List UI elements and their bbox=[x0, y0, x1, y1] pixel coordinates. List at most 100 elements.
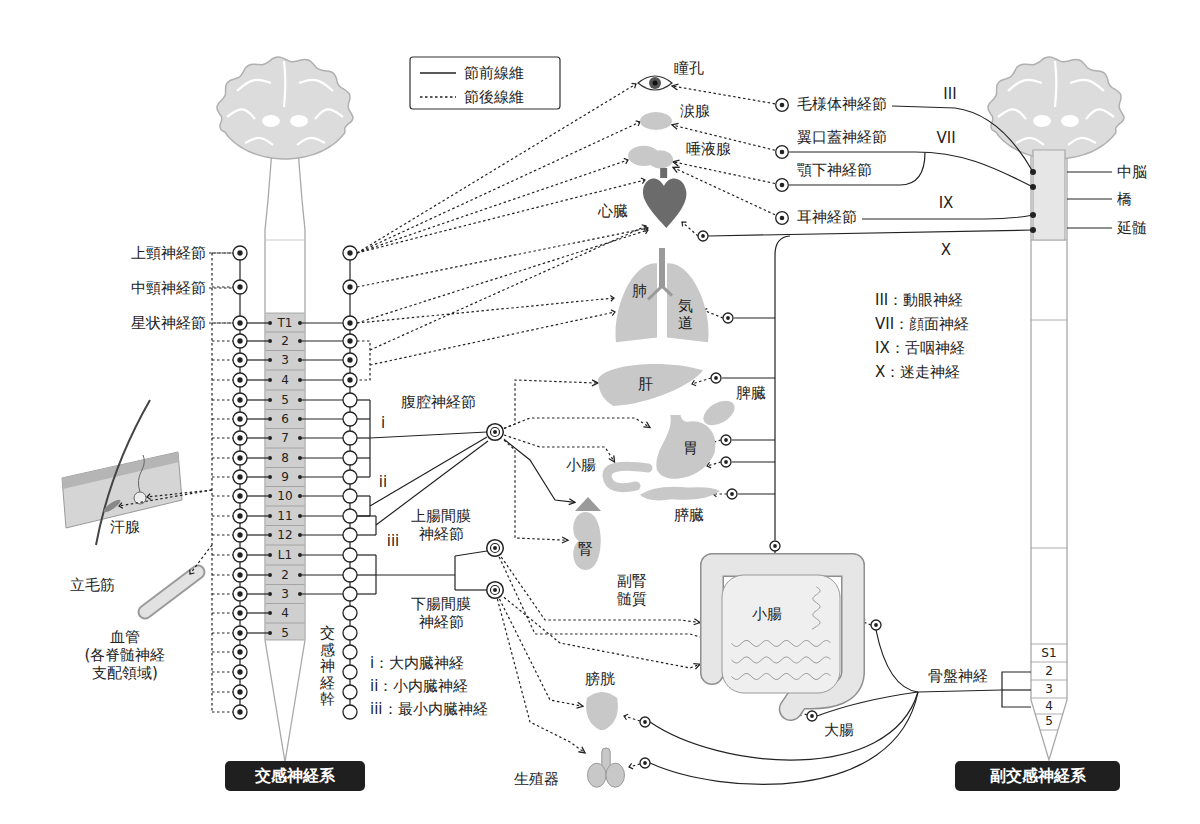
ganglion-circle bbox=[343, 665, 357, 679]
splanchnic-nerve bbox=[370, 432, 487, 438]
preganglionic-fiber bbox=[302, 418, 343, 419]
shape bbox=[486, 581, 504, 599]
postganglionic-fiber bbox=[212, 711, 233, 712]
system-title-text: 副交感神経系 bbox=[990, 766, 1086, 785]
segment-divider bbox=[1031, 548, 1067, 549]
segment-number: 5 bbox=[1045, 715, 1053, 727]
label: 橋 bbox=[1117, 190, 1132, 208]
root-dot bbox=[298, 339, 302, 343]
shape bbox=[612, 252, 712, 347]
nerve-ending bbox=[692, 380, 696, 386]
organ: 小腸 bbox=[722, 575, 840, 693]
stomach bbox=[656, 415, 715, 479]
brain-gyrus bbox=[1070, 80, 1104, 91]
postganglionic-fiber bbox=[504, 440, 568, 540]
postganglionic-fiber bbox=[673, 167, 775, 214]
preganglionic-fiber bbox=[357, 515, 376, 516]
shape bbox=[640, 172, 688, 228]
preganglionic-fiber bbox=[302, 399, 343, 400]
ganglion-circle bbox=[343, 470, 357, 484]
heart bbox=[643, 178, 686, 228]
ganglion-circle bbox=[770, 541, 780, 551]
ganglion-circle bbox=[721, 435, 731, 445]
root-dot bbox=[298, 592, 302, 596]
ganglion-circle bbox=[233, 568, 247, 582]
ganglion-dot bbox=[773, 544, 777, 548]
nerve-ending bbox=[641, 178, 645, 184]
ganglion-circle bbox=[343, 645, 357, 659]
shape bbox=[583, 690, 621, 730]
hair bbox=[96, 400, 150, 545]
ganglion: 腹腔神経節 bbox=[486, 423, 504, 441]
ganglion-circle bbox=[233, 645, 247, 659]
root-dot bbox=[268, 573, 272, 577]
shape bbox=[702, 400, 736, 426]
segment-number: 4 bbox=[281, 607, 289, 619]
root-dot bbox=[268, 475, 272, 479]
ganglion-label: 腹腔神経節 bbox=[401, 393, 476, 411]
trachea bbox=[659, 248, 665, 288]
skin bbox=[62, 452, 182, 528]
root-dot bbox=[268, 553, 272, 557]
segment-divider bbox=[266, 584, 305, 585]
shape bbox=[585, 748, 627, 788]
root-dot bbox=[298, 494, 302, 498]
ganglion-dot bbox=[237, 338, 242, 343]
ganglion-circle bbox=[343, 431, 357, 445]
organ: 涙腺 bbox=[640, 112, 672, 130]
blood-vessel bbox=[145, 572, 198, 612]
pelvic-nerve bbox=[918, 690, 1002, 692]
label: 骨盤神経 bbox=[928, 667, 988, 685]
ganglion-circle bbox=[233, 626, 247, 640]
postganglionic-fiber bbox=[212, 495, 233, 496]
preganglionic-fiber bbox=[302, 554, 343, 555]
postganglionic-fiber bbox=[357, 230, 648, 323]
postganglionic-fiber bbox=[212, 691, 233, 692]
label: iii：最小内臓神経 bbox=[370, 700, 488, 718]
shape bbox=[486, 423, 504, 441]
ganglion-dot bbox=[237, 416, 242, 421]
vagus-branch bbox=[734, 317, 775, 318]
brain-gyrus bbox=[315, 109, 343, 119]
brain-gyrus bbox=[1068, 138, 1096, 145]
thoracolumbar-segment bbox=[266, 313, 305, 640]
liver bbox=[598, 364, 703, 406]
ganglion-circle bbox=[233, 373, 247, 387]
ganglion-circle bbox=[776, 179, 789, 192]
ganglion-circle bbox=[343, 509, 357, 523]
ganglion-dot bbox=[237, 532, 242, 537]
segment-divider bbox=[266, 545, 305, 546]
nerve-ending bbox=[624, 714, 628, 720]
preganglionic-fiber bbox=[302, 457, 343, 458]
ganglion: 下腸間膜 神経節 bbox=[486, 581, 504, 599]
ganglion-circle bbox=[233, 489, 247, 503]
ganglion-dot bbox=[237, 250, 242, 255]
brain bbox=[217, 57, 353, 159]
ganglion-circle bbox=[491, 428, 500, 437]
segment-number: 2 bbox=[281, 569, 289, 581]
shape bbox=[775, 211, 789, 225]
spinal-cord bbox=[265, 150, 305, 762]
label: VII：顔面神経 bbox=[875, 315, 969, 333]
ganglion-label: 顎下神経節 bbox=[797, 161, 872, 179]
preganglionic-fiber bbox=[302, 574, 343, 575]
postganglionic-fiber bbox=[212, 418, 233, 419]
segment-divider bbox=[266, 506, 305, 507]
brain-gyrus bbox=[245, 138, 273, 145]
ganglion-dot bbox=[724, 438, 728, 442]
bronchus bbox=[648, 286, 662, 299]
spinal-cord-outline bbox=[265, 150, 305, 762]
system-title-text: 交感神経系 bbox=[255, 766, 335, 785]
shape bbox=[638, 73, 672, 93]
gland bbox=[640, 112, 672, 130]
segment-divider bbox=[1031, 644, 1067, 645]
preganglionic-fiber bbox=[302, 359, 343, 360]
ganglion-circle bbox=[640, 717, 650, 727]
ganglion-circle bbox=[233, 470, 247, 484]
ganglion-dot bbox=[347, 284, 352, 289]
segment-divider bbox=[266, 350, 305, 351]
preganglionic-fiber bbox=[247, 437, 268, 438]
ganglion-circle bbox=[343, 626, 357, 640]
